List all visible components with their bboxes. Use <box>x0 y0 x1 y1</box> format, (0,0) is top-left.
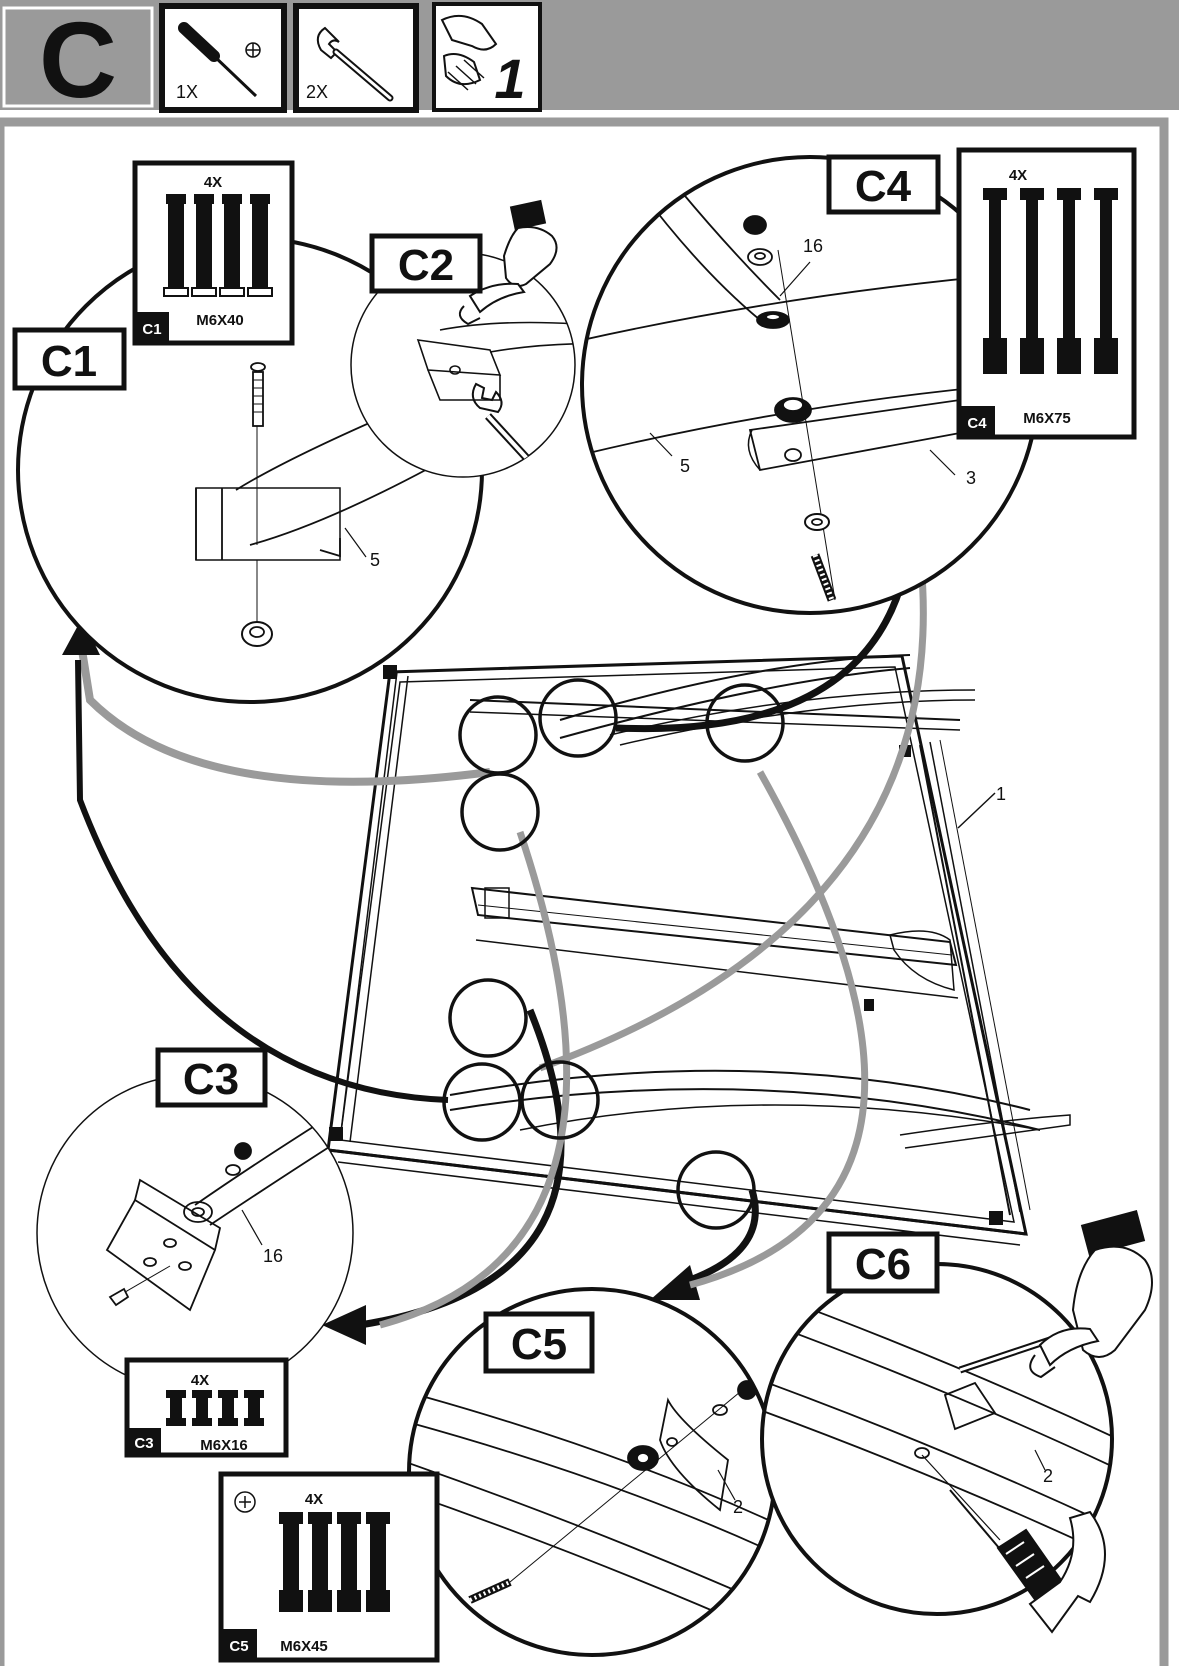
arrow-light-to-c5 <box>689 770 869 1289</box>
connection-arrows <box>62 460 930 1345</box>
c4-hardware-size: M6X75 <box>1023 410 1071 427</box>
page-frame <box>0 117 1169 1666</box>
phillips-icon <box>234 1491 256 1513</box>
step-label-c4: C4 <box>826 154 941 215</box>
c4-part-5: 5 <box>680 456 690 476</box>
bolt-icons-c1 <box>163 194 273 297</box>
svg-text:C1: C1 <box>41 337 97 386</box>
screwdriver-icon <box>178 22 261 98</box>
detail-circle-c4-low <box>520 1060 600 1140</box>
c5-hardware-size: M6X45 <box>280 1638 328 1655</box>
detail-circle-c5-origin <box>676 1150 756 1230</box>
c6-hand-wrench-icon <box>1029 1210 1153 1379</box>
step-letter: C <box>39 0 117 120</box>
svg-text:C3: C3 <box>183 1055 239 1104</box>
detail-c6: 2 <box>760 1210 1153 1634</box>
arrow-dark-to-c5 <box>688 1188 759 1284</box>
c3-hardware-qty: 4X <box>191 1372 209 1389</box>
step-label-c3: C3 <box>155 1047 268 1108</box>
detail-circle-c5-origin-top <box>705 683 785 763</box>
step-label-c5: C5 <box>483 1311 595 1374</box>
c3-part-16: 16 <box>263 1246 283 1266</box>
screwdriver-qty: 1X <box>176 82 198 102</box>
c1-part-5: 5 <box>370 550 380 570</box>
wrench-tool-box: 2X <box>293 3 419 113</box>
arrowhead-c1 <box>62 618 100 655</box>
arrowhead-c3 <box>322 1305 366 1345</box>
c4-part-16: 16 <box>803 236 823 256</box>
arrow-light-to-c1 <box>78 649 491 786</box>
wrench-icon <box>316 26 394 102</box>
part-label-1: 1 <box>957 784 1006 829</box>
c5-hardware-tag: C5 <box>229 1638 248 1655</box>
arrow-light-to-c4 <box>538 479 927 1072</box>
c2-hand-wrench-icon <box>458 199 558 326</box>
persons-count: 1 <box>494 47 525 110</box>
detail-circle-c4-origin <box>538 678 618 758</box>
arrow-light-to-c3 <box>379 830 571 1329</box>
screwdriver-tool-box: 1X <box>159 3 287 113</box>
part-number-1: 1 <box>996 784 1006 804</box>
hardware-box-c1: 4X C1 M6X40 <box>132 160 295 346</box>
detail-circle-c1-low <box>442 1062 522 1142</box>
header-letter-box <box>2 6 154 108</box>
header: C 1X 2X <box>0 0 1179 120</box>
detail-circle-c1-origin <box>458 695 538 775</box>
bolt-icons-c4 <box>983 188 1118 374</box>
persons-box: 1 <box>432 2 542 112</box>
detail-circle-c3-origin-low <box>448 978 528 1058</box>
wrench-qty: 2X <box>306 82 328 102</box>
step-labels: C1 C2 C3 C4 C5 C6 <box>12 154 941 1374</box>
c3-hardware-tag: C3 <box>134 1435 153 1452</box>
svg-text:C2: C2 <box>398 241 454 290</box>
c6-rotation-arrow-icon <box>1028 1510 1106 1634</box>
detail-c3: 16 <box>36 1074 354 1392</box>
c4-part-3: 3 <box>966 468 976 488</box>
hardware-box-c3: 4X C3 M6X16 <box>124 1357 289 1458</box>
arrowhead-c5 <box>650 1265 700 1300</box>
svg-text:C4: C4 <box>855 162 912 211</box>
c5-hardware-qty: 4X <box>305 1491 323 1508</box>
c4-hardware-qty: 4X <box>1009 167 1027 184</box>
step-label-c6: C6 <box>826 1231 940 1294</box>
detail-circle-c3-origin-top <box>460 772 540 852</box>
frame-detail-circles <box>442 678 785 1230</box>
detail-c5: 2 <box>407 1287 777 1657</box>
c4-hardware-tag: C4 <box>967 415 987 432</box>
c3-hardware-size: M6X16 <box>200 1437 248 1454</box>
svg-text:C6: C6 <box>855 1240 911 1289</box>
step-label-c2: C2 <box>369 233 483 294</box>
c5-part-2: 2 <box>733 1497 743 1517</box>
arrow-dark-to-c1 <box>75 659 449 1103</box>
svg-text:C5: C5 <box>511 1320 567 1369</box>
step-label-c1: C1 <box>12 327 127 391</box>
bolt-icons-c5 <box>279 1512 390 1612</box>
hardware-box-c5: 4X C5 M6X45 <box>218 1471 440 1663</box>
c1-hardware-qty: 4X <box>204 174 222 191</box>
c1-hardware-size: M6X40 <box>196 312 244 329</box>
hands-icon <box>440 14 498 91</box>
hardware-box-c4: 4X C4 M6X75 <box>956 147 1137 440</box>
c6-part-2: 2 <box>1043 1466 1053 1486</box>
bolt-icons-c3 <box>166 1390 264 1426</box>
c1-hardware-tag: C1 <box>142 321 161 338</box>
arrow-dark-to-c3 <box>359 1008 565 1329</box>
